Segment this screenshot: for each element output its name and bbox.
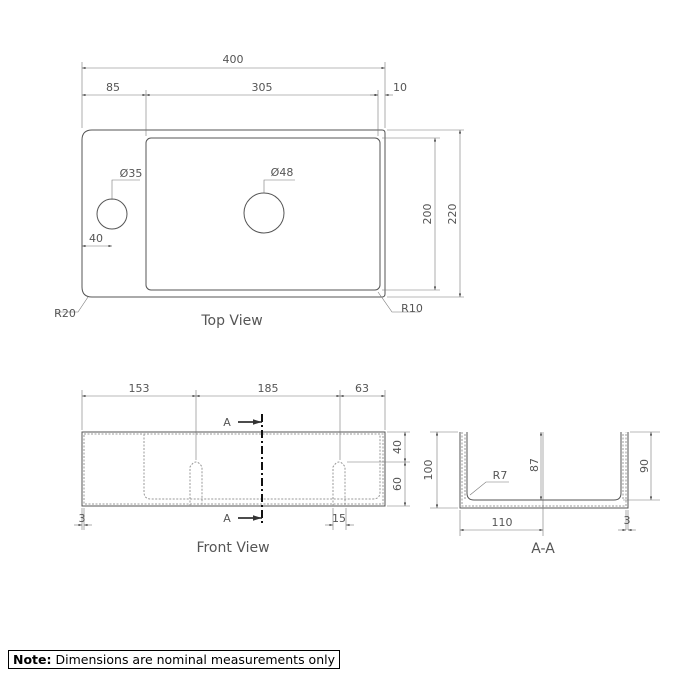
dim-section-wall: 3 bbox=[624, 514, 631, 527]
dim-overall-depth: 220 bbox=[446, 204, 459, 225]
dim-section-depth: 90 bbox=[638, 459, 651, 473]
front-view-title: Front View bbox=[196, 540, 269, 556]
section-view-title: A-A bbox=[531, 541, 555, 557]
dim-slot-width: 15 bbox=[332, 512, 346, 525]
waste-hole bbox=[243, 192, 285, 234]
dim-front-wall: 3 bbox=[79, 512, 86, 525]
dim-front-right: 63 bbox=[355, 382, 369, 395]
dim-tap-hole: Ø35 bbox=[120, 167, 143, 180]
dim-basin-width: 305 bbox=[252, 81, 273, 94]
dim-overall-width: 400 bbox=[223, 53, 244, 66]
dim-section-radius: R7 bbox=[493, 469, 508, 482]
top-view: 400 85 305 10 Ø35 Ø48 40 200 220 R20 R10… bbox=[54, 53, 464, 329]
section-marker-bottom: A bbox=[223, 512, 231, 525]
note-label: Note: bbox=[13, 652, 52, 667]
tap-hole bbox=[96, 198, 128, 230]
front-view: A A 153 185 63 40 60 3 15 Front View bbox=[74, 382, 410, 556]
dim-left-deck: 85 bbox=[106, 81, 120, 94]
front-outline bbox=[81, 431, 386, 507]
dim-front-top-height: 40 bbox=[391, 440, 404, 454]
dim-front-left: 153 bbox=[129, 382, 150, 395]
dim-section-height: 100 bbox=[422, 460, 435, 481]
note-text: Dimensions are nominal measurements only bbox=[55, 652, 336, 667]
dim-front-bottom-height: 60 bbox=[391, 477, 404, 491]
dim-section-inner-depth: 87 bbox=[528, 458, 541, 472]
dim-basin-depth: 200 bbox=[421, 204, 434, 225]
dim-front-middle: 185 bbox=[258, 382, 279, 395]
section-view: 100 87 90 R7 110 3 A-A bbox=[422, 431, 660, 557]
section-outline bbox=[459, 432, 629, 509]
dim-r10: R10 bbox=[401, 302, 423, 315]
top-outline bbox=[81, 129, 386, 298]
top-view-title: Top View bbox=[200, 313, 262, 329]
note-box: Note: Dimensions are nominal measurement… bbox=[8, 650, 340, 669]
dim-tap-offset: 40 bbox=[89, 232, 103, 245]
dim-section-half-width: 110 bbox=[492, 516, 513, 529]
dim-right-rim: 10 bbox=[393, 81, 407, 94]
basin-outline bbox=[145, 137, 381, 291]
dim-waste-hole: Ø48 bbox=[271, 166, 294, 179]
dim-r20: R20 bbox=[54, 307, 76, 320]
section-marker-top: A bbox=[223, 416, 231, 429]
